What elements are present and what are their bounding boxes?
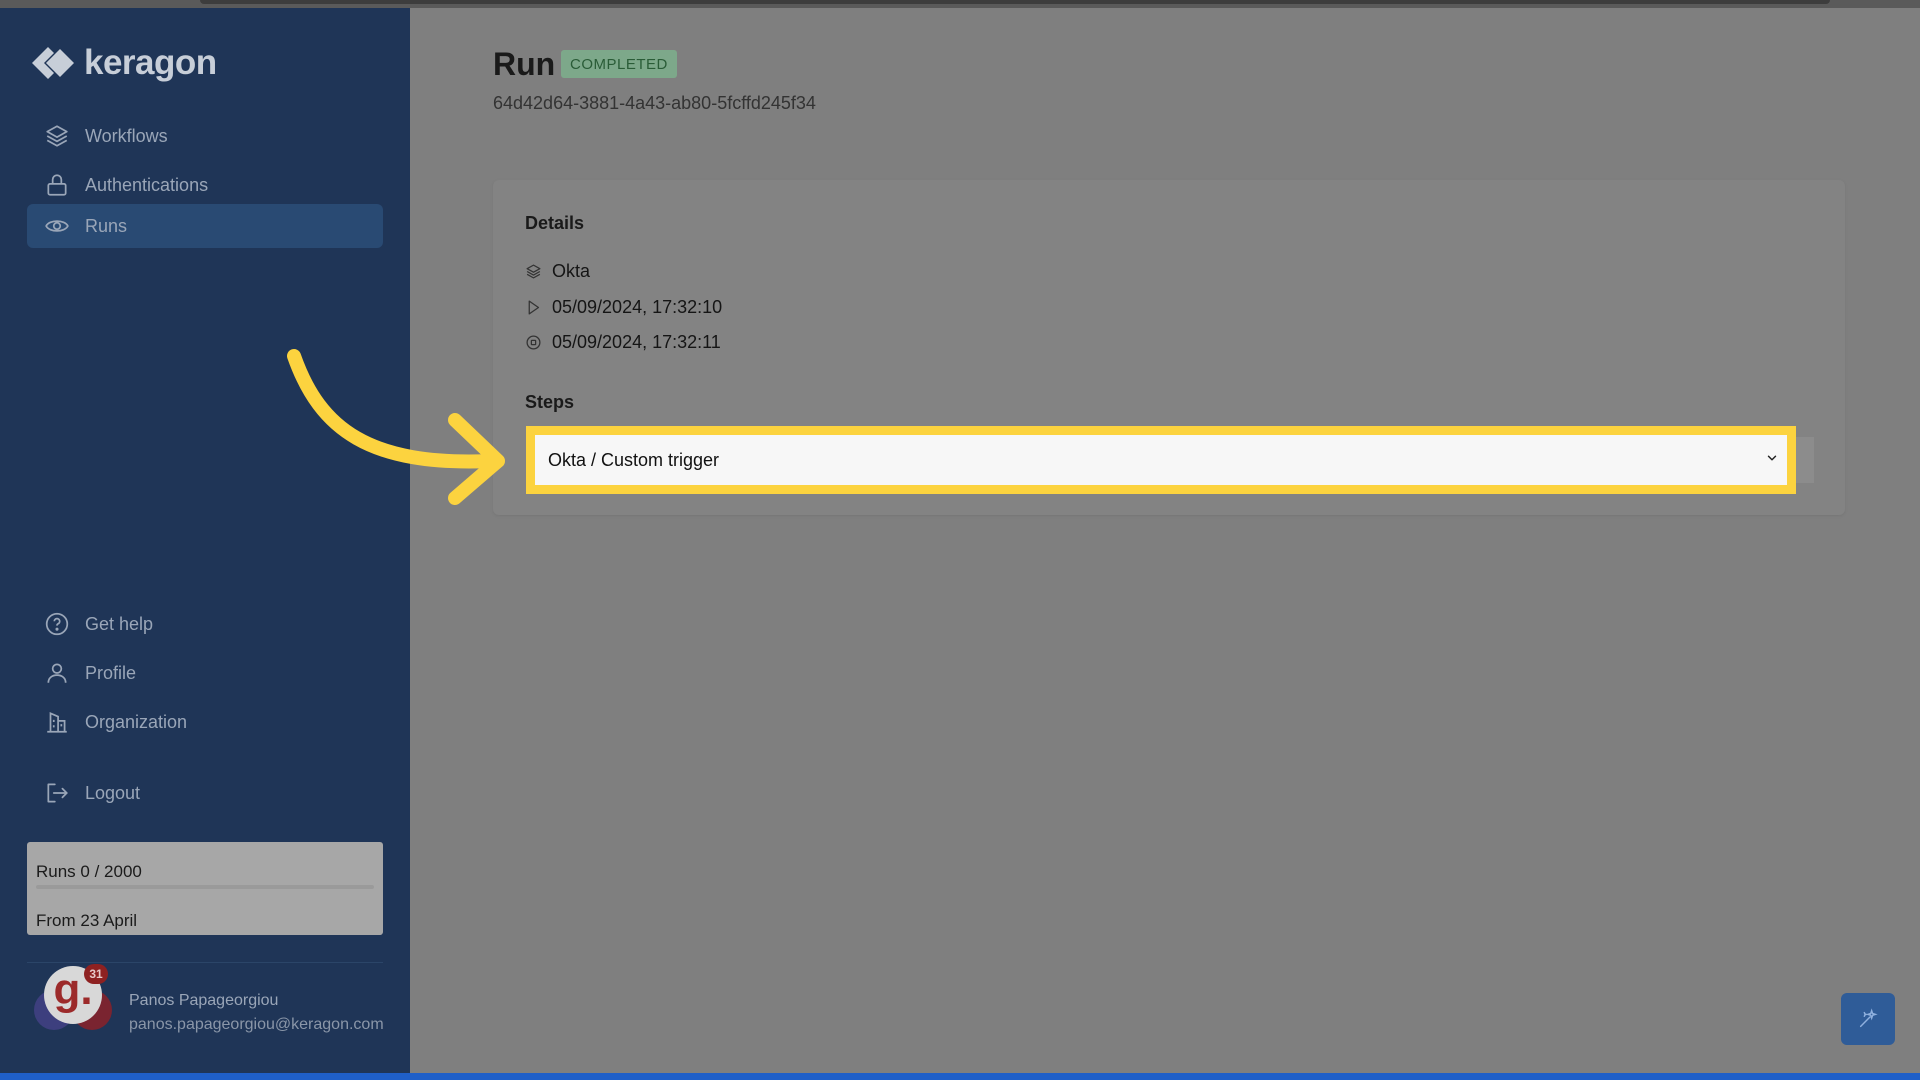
eye-icon: [45, 220, 69, 232]
sidebar-item-label: Organization: [85, 711, 188, 732]
logo-text: keragon: [84, 43, 217, 82]
profile-divider: [27, 962, 383, 963]
details-heading: Details: [525, 213, 585, 233]
status-badge: COMPLETED: [561, 50, 677, 78]
sidebar-item-runs[interactable]: Runs: [27, 204, 383, 248]
sidebar-item-label: Profile: [85, 662, 137, 683]
avatar[interactable]: g. 31: [34, 960, 118, 1036]
keragon-logo[interactable]: keragon: [28, 40, 217, 86]
sidebar-item-label: Authentications: [85, 174, 209, 195]
steps-heading: Steps: [525, 392, 575, 412]
usage-box: Runs 0 / 2000 From 23 April: [27, 842, 383, 935]
sidebar-item-authentications[interactable]: Authentications: [27, 163, 383, 207]
sidebar-item-label: Workflows: [85, 125, 168, 146]
sidebar-item-workflows[interactable]: Workflows: [27, 114, 383, 158]
callout-arrow-icon: [287, 349, 505, 505]
profile-name: Panos Papageorgiou: [129, 992, 279, 1009]
detail-started-at: 05/09/2024, 17:32:10: [525, 297, 722, 318]
layers-icon: [46, 125, 68, 147]
sidebar-item-get-help[interactable]: Get help: [27, 602, 383, 646]
profile-email: panos.papageorgiou@keragon.com: [129, 1016, 384, 1033]
layers-icon: [526, 264, 541, 279]
runs-usage-bar: [36, 885, 374, 889]
help-circle-icon: [45, 612, 69, 636]
logout-icon: [47, 783, 68, 803]
detail-started-value: 05/09/2024, 17:32:10: [552, 297, 723, 317]
play-icon: [528, 300, 540, 315]
sidebar-item-label: Logout: [85, 782, 141, 803]
detail-workflow-value: Okta: [552, 261, 591, 281]
detail-finished-at: 05/09/2024, 17:32:11: [525, 332, 721, 353]
stop-circle-icon: [526, 335, 541, 350]
page-title: Run: [493, 46, 556, 82]
chevron-down-icon[interactable]: [1765, 451, 1779, 465]
sidebar-item-logout[interactable]: Logout: [27, 771, 383, 815]
sparkle-icon: [1859, 1008, 1878, 1028]
run-id: 64d42d64-3881-4a43-ab80-5fcffd245f34: [493, 93, 816, 113]
browser-top-bar: [0, 0, 1920, 8]
step-item-okta-custom-trigger[interactable]: Okta / Custom trigger: [535, 435, 1787, 485]
detail-workflow: Okta: [525, 261, 590, 282]
sidebar-item-organization[interactable]: Organization: [27, 700, 383, 744]
keragon-logo-icon: [32, 47, 74, 79]
user-icon: [47, 663, 67, 683]
lock-icon: [47, 174, 67, 196]
building-icon: [47, 712, 67, 733]
step-item-label: Okta / Custom trigger: [548, 449, 720, 470]
detail-finished-value: 05/09/2024, 17:32:11: [552, 332, 721, 352]
highlight-frame: [526, 426, 1796, 494]
sidebar: keragon Workflows Authentications Runs G…: [0, 8, 410, 1073]
sidebar-item-label: Runs: [85, 215, 128, 236]
runs-usage-text: Runs 0 / 2000: [36, 862, 142, 881]
step-row-extension: [1796, 437, 1814, 483]
browser-bottom-bar: [0, 1073, 1920, 1080]
sidebar-item-label: Get help: [85, 613, 154, 634]
sidebar-item-profile[interactable]: Profile: [27, 651, 383, 695]
usage-period-text: From 23 April: [36, 911, 138, 930]
notification-badge: 31: [84, 964, 108, 984]
assistant-button[interactable]: [1841, 993, 1895, 1045]
